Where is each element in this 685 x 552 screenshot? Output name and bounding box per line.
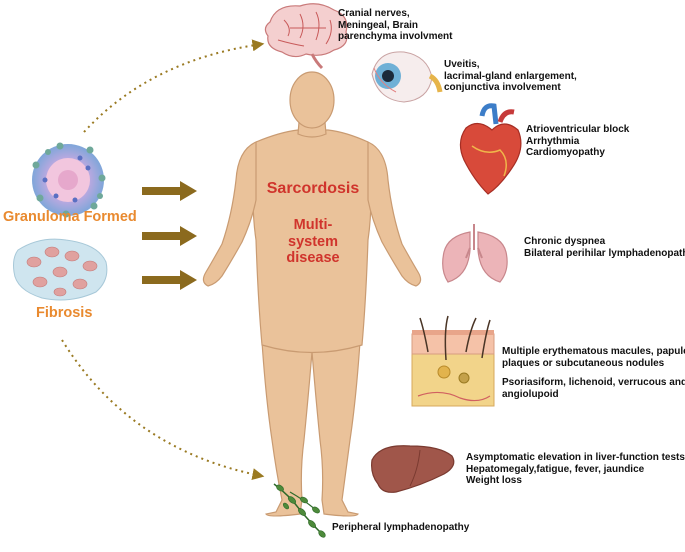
brain-label: Cranial nerves, Meningeal, Brain parench… (338, 8, 452, 43)
fibrosis-label: Fibrosis (36, 305, 93, 321)
label-line: Bilateral perihilar lymphadenopathy (524, 247, 685, 259)
brain-icon (264, 3, 348, 70)
lungs-label: Chronic dyspnea Bilateral perihilar lymp… (524, 236, 685, 259)
label-line: angiolupoid (502, 388, 559, 400)
label-line: Meningeal, Brain (338, 19, 419, 31)
arrow-right-3 (142, 270, 197, 290)
human-body-figure (202, 71, 422, 517)
label-line: Multiple erythematous macules, papules, (502, 346, 685, 357)
label-line (502, 369, 685, 377)
label-line: Arrhythmia (526, 135, 580, 147)
subtitle-line: disease (286, 250, 340, 266)
label-line: lacrimal-gland enlargement, (444, 70, 577, 82)
label-line: Hepatomegaly,fatigue, fever, jaundice (466, 463, 645, 475)
arrow-right-2 (142, 226, 197, 246)
cause-arrows (142, 181, 197, 290)
lymph-label: Peripheral lymphadenopathy (332, 522, 469, 534)
disease-title: Sarcordosis (266, 180, 360, 197)
label-line: Chronic dyspnea (524, 236, 606, 247)
fibrosis-icon (13, 238, 108, 301)
label-line: Uveitis, (444, 59, 480, 70)
label-line: Cranial nerves, (338, 8, 410, 19)
label-line: Cardiomyopathy (526, 147, 605, 158)
eye-label: Uveitis, lacrimal-gland enlargement, con… (444, 59, 577, 94)
liver-label: Asymptomatic elevation in liver-function… (466, 452, 685, 487)
label-line: Asymptomatic elevation in liver-function… (466, 452, 685, 463)
skin-layers-icon (411, 315, 495, 407)
lungs-icon (442, 224, 508, 283)
liver-icon (371, 445, 455, 493)
arrow-right-1 (142, 181, 197, 201)
eye-icon (371, 51, 443, 103)
granuloma-icon (32, 142, 106, 218)
subtitle-line: system (288, 233, 338, 250)
heart-label: Atrioventricular block Arrhythmia Cardio… (526, 124, 629, 159)
label-line: plaques or subcutaneous nodules (502, 357, 665, 369)
granuloma-label: Granuloma Formed (3, 209, 137, 225)
heart-icon (459, 103, 522, 195)
label-line: Weight loss (466, 475, 522, 486)
dotted-arrow-to-lymph (61, 339, 265, 481)
label-line: parenchyma involvment (338, 31, 453, 42)
skin-label: Multiple erythematous macules, papules, … (502, 346, 685, 400)
label-line: Peripheral lymphadenopathy (332, 522, 470, 533)
subtitle-line: Multi- (293, 217, 333, 233)
label-line: Psoriasiform, lichenoid, verrucous and (502, 377, 685, 388)
lymph-nodes-icon (273, 483, 326, 538)
dotted-arrow-to-brain (83, 39, 265, 133)
label-line: Atrioventricular block (526, 124, 630, 135)
disease-subtitle: Multi- system disease (253, 217, 373, 267)
label-line: conjunctiva involvement (444, 82, 561, 93)
